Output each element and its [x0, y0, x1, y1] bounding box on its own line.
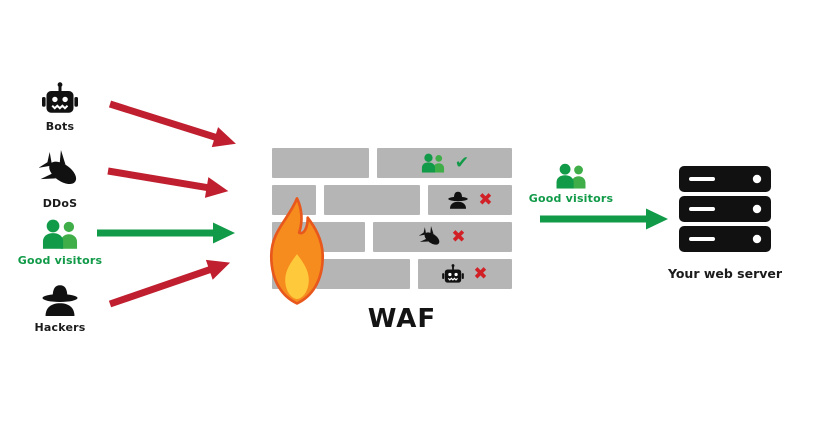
allowed-output: Good visitors	[528, 163, 614, 205]
wall-brick	[316, 259, 410, 289]
check-icon: ✔	[454, 152, 470, 173]
cross-icon: ✖	[451, 226, 466, 247]
web-server-label: Your web server	[667, 266, 783, 281]
source-good-visitors-label: Good visitors	[17, 254, 103, 267]
web-server: Your web server	[650, 166, 800, 281]
source-good-visitors: Good visitors	[5, 219, 115, 267]
bot-icon	[42, 82, 78, 115]
waf-title: WAF	[367, 304, 437, 334]
source-ddos: DDoS	[5, 150, 115, 210]
source-bots-label: Bots	[45, 120, 75, 133]
wall-brick-rule-hacker: ✖	[428, 185, 512, 215]
allowed-output-label: Good visitors	[528, 192, 614, 205]
wall-brick	[272, 148, 369, 178]
arrow-ddos-blocked	[107, 167, 229, 198]
cross-icon: ✖	[473, 263, 488, 284]
arrow-good-visitors-allowed	[97, 222, 235, 244]
wall-brick	[324, 185, 420, 215]
source-bots: Bots	[5, 82, 115, 133]
arrow-bots-blocked	[108, 100, 236, 148]
good-visitors-icon	[420, 153, 446, 173]
bomb-icon	[419, 226, 442, 249]
good-visitors-icon	[40, 219, 80, 249]
arrow-hackers-blocked	[108, 259, 231, 308]
source-hackers: Hackers	[5, 284, 115, 334]
source-ddos-label: DDoS	[42, 197, 78, 210]
hacker-icon	[40, 284, 80, 316]
wall-brick-rule-good-visitors: ✔	[377, 148, 512, 178]
bot-icon	[442, 264, 464, 284]
wall-rule-blocked: ✖	[428, 185, 512, 215]
wall-brick-rule-bomb: ✖	[373, 222, 512, 252]
wall-rule-blocked: ✖	[373, 222, 512, 252]
arrow-to-server-allowed	[540, 208, 668, 230]
hacker-icon	[447, 191, 469, 209]
wall-rule-blocked: ✖	[418, 259, 512, 289]
cross-icon: ✖	[478, 189, 493, 210]
flame-icon	[254, 192, 340, 312]
bomb-icon	[39, 150, 81, 192]
wall-brick-rule-bot: ✖	[418, 259, 512, 289]
wall-rule-allowed: ✔	[377, 148, 512, 178]
server-icon	[679, 166, 771, 252]
good-visitors-icon	[554, 163, 588, 189]
source-hackers-label: Hackers	[34, 321, 86, 334]
